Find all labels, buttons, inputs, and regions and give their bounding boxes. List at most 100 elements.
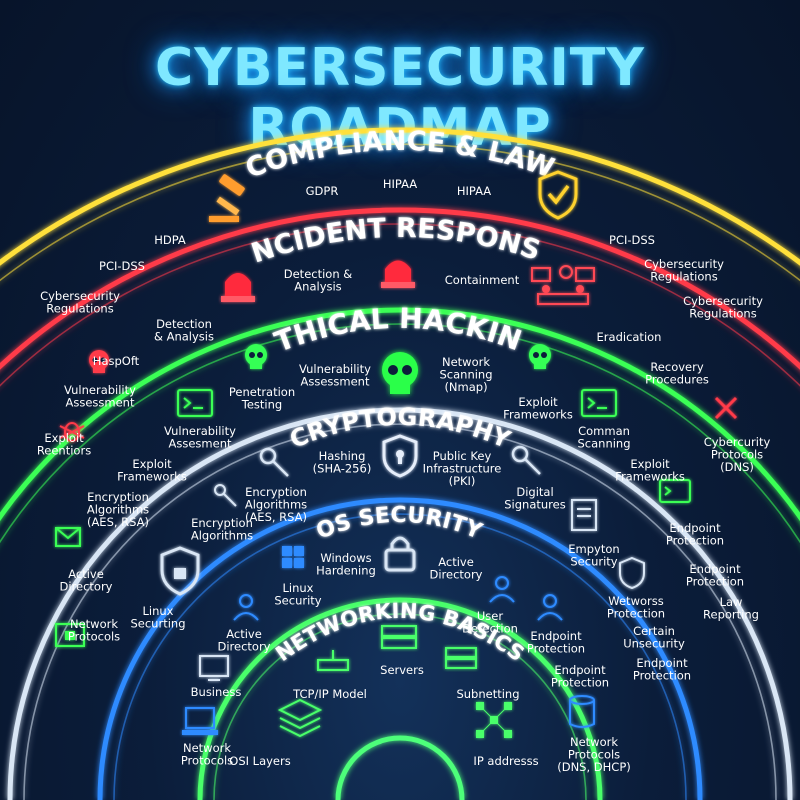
tools-icon: [714, 396, 738, 420]
item-label-compliance: GDPR: [306, 184, 339, 198]
terminal-icon: [659, 479, 691, 503]
server-icon: [445, 647, 477, 669]
terminal-icon: [581, 389, 617, 417]
ring-compliance-inner: [0, 143, 800, 282]
user-icon: [233, 594, 259, 621]
ring-network-outer: [197, 597, 603, 800]
gavel-icon: [209, 174, 245, 222]
item-label-incident: Containment: [445, 273, 520, 287]
shield-check-icon: [538, 170, 578, 220]
envelope-icon: [55, 527, 81, 547]
key-icon: [511, 445, 541, 475]
key-icon: [214, 484, 237, 507]
alarm-icon: [221, 273, 255, 302]
item-label-os: OSI Layers: [229, 754, 290, 768]
skull-icon: [89, 350, 109, 373]
ring-crypto-outer: [7, 407, 793, 800]
router-icon: [317, 650, 349, 671]
skull-icon: [245, 344, 267, 369]
ring-network-inner: [213, 613, 587, 800]
item-label-compliance: PCI-DSS: [99, 259, 145, 273]
item-label-network: Subnetting: [456, 687, 519, 701]
padlock-icon: [384, 536, 416, 572]
bug-icon: [59, 422, 85, 442]
ring-ethical-inner: [0, 323, 800, 544]
item-label-incident: Detection& Analysis: [154, 317, 214, 344]
item-label-compliance: HIPAA: [383, 177, 417, 191]
shield-lock-icon: [382, 434, 418, 478]
document-icon: [571, 499, 597, 531]
network-nodes-icon: [476, 702, 512, 738]
lock-envelope-icon: [55, 623, 85, 647]
shield-lock-icon: [160, 546, 200, 596]
ring-ethical-outer: [0, 307, 800, 522]
item-label-incident: Eradication: [597, 330, 662, 344]
ring-core: [335, 735, 465, 800]
ring-crypto-inner: [23, 423, 777, 800]
ring-incident-inner: [0, 223, 800, 387]
skull-icon: [529, 344, 551, 369]
skull-icon: [382, 352, 418, 394]
terminal-icon: [177, 389, 213, 417]
monitor-icon: [199, 655, 229, 681]
item-label-compliance: HIPAA: [457, 184, 491, 198]
team-meeting-icon: [531, 265, 595, 305]
windows-icon: [282, 546, 304, 568]
item-label-network: TCP/IP Model: [292, 687, 367, 701]
ring-os-inner: [113, 513, 687, 800]
shield-icon: [619, 556, 645, 590]
alarm-icon: [381, 260, 415, 288]
band-title-crypto: CRYPTOGRAPHY: [286, 403, 515, 454]
ring-compliance-outer: [0, 127, 800, 266]
ring-incident-outer: [0, 207, 800, 370]
user-icon: [489, 576, 515, 603]
item-label-network: Servers: [380, 663, 424, 677]
server-icon: [381, 625, 417, 649]
item-label-incident: HaspOft: [93, 354, 140, 368]
item-label-crypto: Hashing(SHA-256): [313, 449, 372, 476]
item-label-network: IP addresss: [473, 754, 538, 768]
ring-os-outer: [97, 497, 703, 800]
item-label-crypto: Business: [191, 685, 242, 699]
database-icon: [569, 695, 595, 728]
item-label-compliance: HDPA: [154, 233, 186, 247]
